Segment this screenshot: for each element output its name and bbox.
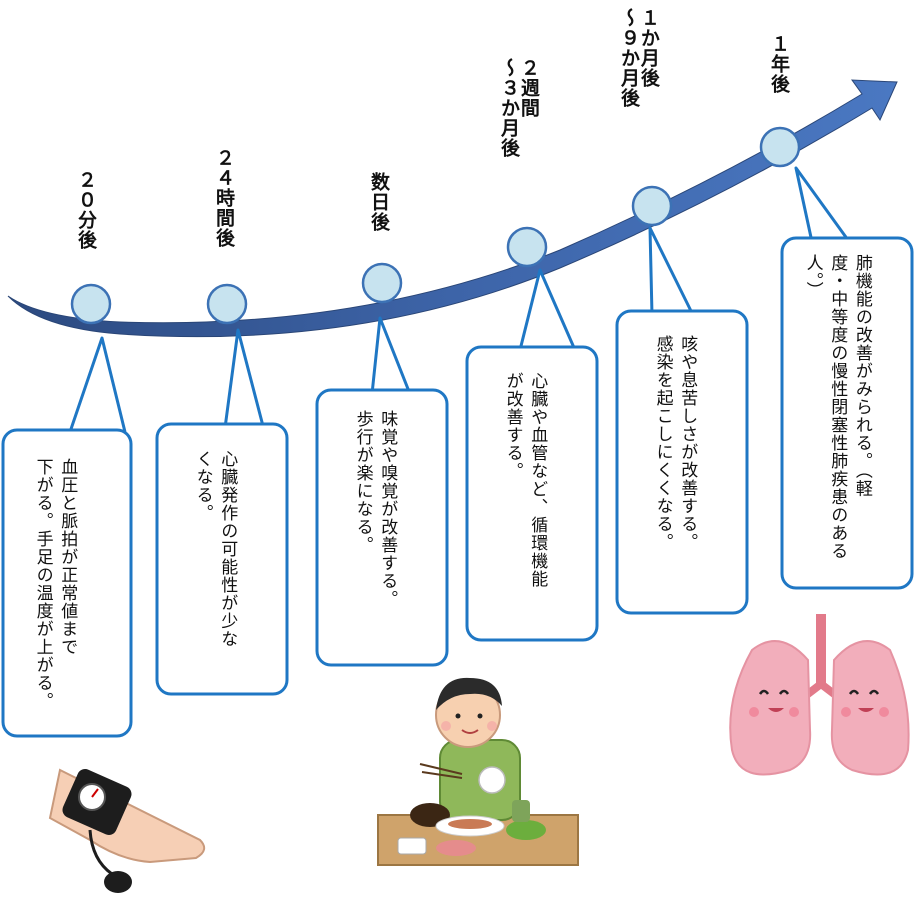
blood-pressure-cuff-icon: [48, 768, 206, 893]
stage-label: ２週間 ～３か月後: [497, 58, 540, 158]
stage-card: [155, 422, 289, 696]
callout-tail: [68, 336, 127, 433]
stage-marker: [206, 283, 248, 325]
stage-card: [315, 388, 449, 667]
stage-marker: [631, 185, 673, 227]
stage-label: １年後: [767, 34, 790, 94]
stage-2: [155, 283, 289, 696]
stage-description: 心臓や血管など、循環機能 が改善する。: [502, 372, 548, 588]
callout-tail: [370, 316, 412, 395]
stage-4: [465, 226, 599, 642]
stage-marker: [506, 226, 548, 268]
smiling-lungs-icon: [729, 614, 910, 776]
stage-card: [780, 236, 914, 590]
callout-tail: [223, 328, 265, 429]
callout-tail: [518, 268, 577, 351]
stage-5: [615, 185, 749, 615]
stage-description: 咳や息苦しさが改善する。 感染を起こしにくくなる。: [652, 335, 698, 551]
stage-marker: [361, 262, 403, 304]
timeline-arrow: [7, 79, 898, 338]
stage-label: １か月後 ～９か月後: [617, 8, 660, 108]
stage-card: [1, 428, 133, 738]
stage-description: 味覚や嗅覚が改善する。 歩行が楽になる。: [352, 410, 398, 608]
stage-card: [465, 345, 599, 642]
stage-1: [1, 283, 133, 738]
stage-description: 肺機能の改善がみられる。（軽 度・中等度の慢性閉塞性肺疾患のある 人。）: [802, 254, 872, 560]
stage-marker: [759, 126, 801, 168]
callout-tail: [648, 226, 694, 316]
callout-tail: [794, 166, 850, 243]
stage-label: ２０分後: [74, 170, 97, 250]
stage-description: 血圧と脈拍が正常値まで 下がる。手足の温度が上がる。: [32, 458, 78, 710]
stage-marker: [70, 283, 112, 325]
stage-label: 数日後: [367, 172, 390, 232]
stage-description: 心臓発作の可能性が少な くなる。: [192, 450, 238, 648]
person-eating-meal-icon: [377, 677, 579, 866]
stage-card: [615, 309, 749, 615]
stage-6: [759, 126, 914, 590]
stage-3: [315, 262, 449, 667]
stage-label: ２４時間後: [212, 148, 235, 248]
